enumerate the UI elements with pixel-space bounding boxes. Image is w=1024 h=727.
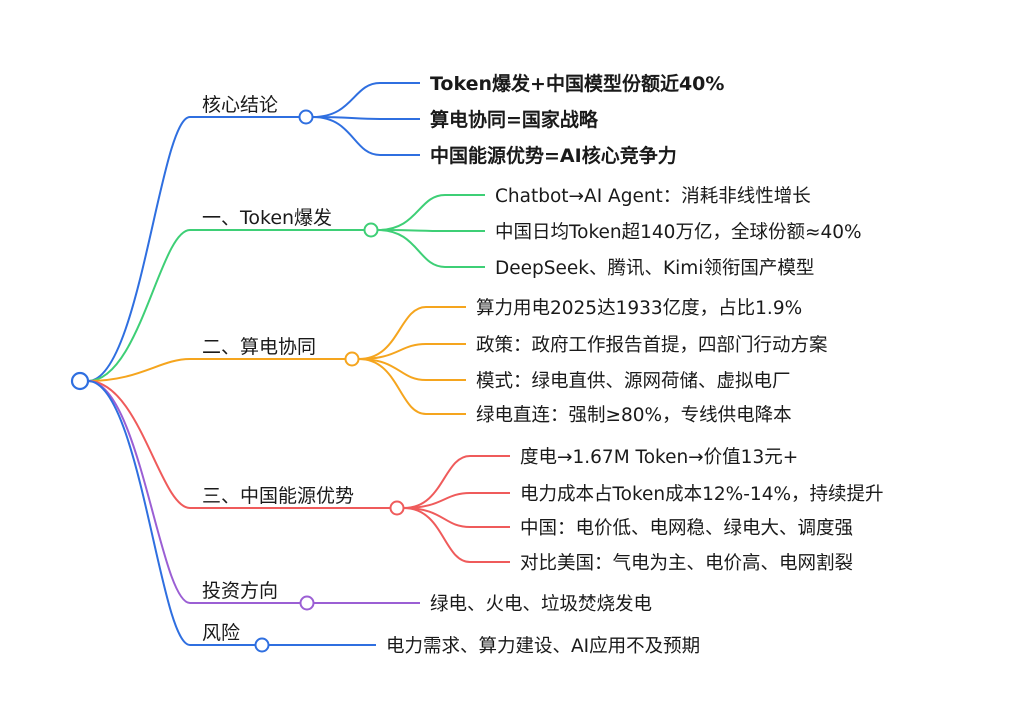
- leaf-label: 政策：政府工作报告首提，四部门行动方案: [476, 335, 828, 356]
- leaf-link-power: [358, 358, 466, 381]
- leaf-link-power: [358, 358, 466, 415]
- branch-link-risk: [87, 380, 255, 646]
- leaf-label: 绿电直连：强制≥80%，专线供电降本: [476, 405, 792, 426]
- leaf-link-energy: [403, 492, 510, 509]
- mindmap-links: [87, 82, 510, 646]
- leaf-label: 中国：电价低、电网稳、绿电大、调度强: [520, 518, 853, 539]
- branch-label-core: 核心结论: [202, 94, 278, 116]
- branch-label-token: 一、Token爆发: [202, 207, 332, 229]
- branch-label-risk: 风险: [202, 622, 240, 644]
- branch-node-invest[interactable]: [299, 595, 315, 611]
- leaf-label: 对比美国：气电为主、电价高、电网割裂: [520, 553, 853, 574]
- leaf-label: 度电→1.67M Token→价值13元+: [520, 447, 798, 468]
- leaf-link-energy: [403, 507, 510, 563]
- branch-node-energy[interactable]: [389, 500, 405, 516]
- branch-label-power: 二、算电协同: [202, 336, 316, 358]
- leaf-label: DeepSeek、腾讯、Kimi领衔国产模型: [495, 258, 814, 279]
- leaf-link-token: [377, 229, 485, 268]
- leaf-label: 算电协同=国家战略: [430, 108, 599, 131]
- branch-link-energy: [87, 380, 390, 509]
- leaf-label: 绿电、火电、垃圾焚烧发电: [430, 594, 652, 615]
- branch-label-energy: 三、中国能源优势: [202, 485, 354, 507]
- leaf-label: Token爆发+中国模型份额近40%: [430, 72, 724, 95]
- branch-link-power: [87, 358, 345, 382]
- leaf-link-power: [358, 306, 466, 360]
- mindmap-nodes: 核心结论 Token爆发+中国模型份额近40% 算电协同=国家战略中国能源优势=AI…: [70, 72, 884, 657]
- leaf-link-energy: [403, 507, 510, 528]
- branch-link-core: [87, 116, 299, 382]
- leaf-link-power: [358, 343, 466, 360]
- leaf-label: 模式：绿电直供、源网荷储、虚拟电厂: [476, 371, 791, 392]
- leaf-link-token: [377, 229, 485, 232]
- leaf-link-core: [312, 116, 420, 120]
- branch-node-power[interactable]: [344, 351, 360, 367]
- branch-label-invest: 投资方向: [202, 580, 278, 602]
- leaf-label: 电力需求、算力建设、AI应用不及预期: [386, 636, 700, 657]
- leaf-label: 中国日均Token超140万亿，全球份额≈40%: [495, 222, 862, 243]
- leaf-link-energy: [403, 455, 510, 509]
- leaf-link-core: [312, 116, 420, 156]
- branch-node-token[interactable]: [363, 222, 379, 238]
- branch-node-core[interactable]: [298, 109, 314, 125]
- leaf-link-core: [312, 82, 420, 118]
- root-node[interactable]: [70, 371, 90, 391]
- leaf-label: 中国能源优势=AI核心竞争力: [430, 144, 677, 167]
- leaf-label: Chatbot→AI Agent：消耗非线性增长: [495, 186, 811, 207]
- leaf-link-token: [377, 194, 485, 231]
- leaf-label: 电力成本占Token成本12%-14%，持续提升: [520, 484, 884, 505]
- branch-node-risk[interactable]: [254, 637, 270, 653]
- leaf-label: 算力用电2025达1933亿度，占比1.9%: [476, 298, 802, 319]
- branch-link-token: [87, 229, 364, 382]
- branch-link-invest: [87, 380, 300, 604]
